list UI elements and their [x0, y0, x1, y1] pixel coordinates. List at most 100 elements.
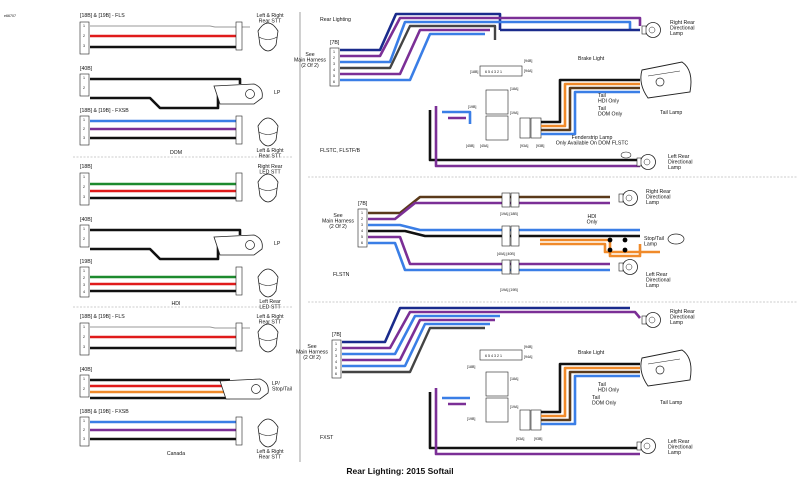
tail-lamp-detail	[647, 70, 681, 77]
wire-blue	[340, 32, 485, 82]
group-header: [18B]	[80, 164, 93, 170]
pin-number: 5	[361, 235, 363, 239]
tail-lamp-icon	[640, 61, 692, 99]
splice-dot	[622, 247, 628, 253]
lamp-lens-line	[258, 187, 278, 191]
diagram-caption: Rear Lighting: 2015 Softail	[346, 466, 453, 476]
connector-label: [94B]	[524, 345, 532, 349]
stt-lamp-icon	[257, 22, 279, 52]
model-label: FLSTN	[333, 272, 350, 278]
figure-id: e66707	[4, 14, 16, 18]
pin-number: 1	[83, 377, 85, 381]
lamp-lens-line	[258, 282, 278, 286]
pin-number: 2	[83, 237, 85, 241]
connector-left-1	[79, 322, 90, 356]
group-header: [18B] & [19B] - FXSB	[80, 108, 129, 114]
connector-left-2	[79, 374, 90, 398]
connector-19a-18b-mate	[510, 192, 520, 208]
connector-label: [19B]	[467, 417, 475, 421]
tail-lamp-bulb-icon	[655, 77, 665, 87]
harness-ref: [7B]	[330, 40, 340, 46]
region-label: HDI	[172, 301, 181, 307]
connector-label: [18A]	[510, 377, 518, 381]
lamp-bulb-icon	[648, 26, 656, 34]
right-rear-directional-lamp-icon	[645, 312, 661, 328]
connector-label: [94A]	[524, 355, 532, 359]
wire-white-outline	[90, 326, 250, 329]
license-plate-lamp-icon	[213, 83, 263, 105]
pin-number: 4	[361, 229, 363, 233]
lamp-bulb-icon	[625, 194, 633, 202]
wire-blue	[342, 322, 490, 368]
lamp-lens-line	[258, 337, 278, 341]
stt-lamp-icon	[257, 268, 279, 298]
region-label: Canada	[167, 451, 185, 457]
connector-label: [19B]	[468, 105, 476, 109]
wire-blue	[541, 90, 640, 136]
wire-orange	[541, 366, 640, 418]
lamp-bulb-icon	[625, 263, 633, 271]
pin-number: 3	[333, 62, 335, 66]
license-plate-lamp-icon	[219, 378, 269, 400]
connector-19a-19b	[501, 259, 511, 275]
pin-number: 4	[333, 68, 335, 72]
pin-number: 4	[335, 360, 337, 364]
connector-left-3	[79, 266, 90, 298]
wire-blue	[340, 20, 632, 64]
lamp-connector	[235, 115, 243, 145]
wire-black	[90, 77, 242, 84]
license-plate-lamp-icon	[213, 234, 263, 256]
lamp-connector	[235, 416, 243, 446]
pin-number: 1	[83, 325, 85, 329]
wire-black	[428, 110, 640, 162]
left-rear-directional-lamp-icon	[622, 259, 638, 275]
wire-white-outline	[90, 25, 250, 28]
pin-number: 2	[83, 127, 85, 131]
pin-number: 3	[83, 283, 85, 287]
pin-row: 6 5 4 3 2 1	[485, 354, 502, 358]
wire-black	[541, 362, 640, 414]
pin-number: 6	[361, 241, 363, 245]
lamp-socket-icon	[641, 25, 647, 35]
lamp-connector	[235, 172, 243, 202]
pin-number: 4	[83, 290, 85, 294]
wire-blue	[342, 314, 500, 356]
right-rear-directional-lamp-icon	[645, 22, 661, 38]
pin-number: 1	[333, 50, 335, 54]
connector-label: [45A]	[480, 144, 488, 148]
pin-number: 1	[83, 118, 85, 122]
pin-number: 1	[335, 342, 337, 346]
tail-lamp-bulb-icon	[655, 365, 665, 375]
wire-blue	[442, 110, 472, 124]
pin-number: 3	[361, 223, 363, 227]
pin-number: 6	[335, 372, 337, 376]
pin-number: 1	[83, 24, 85, 28]
left-rear-directional-lamp-icon	[640, 438, 656, 454]
group-header: [40B]	[80, 367, 93, 373]
connector-label: [18B]	[467, 365, 475, 369]
wire-brown	[541, 370, 640, 422]
connector-93a	[519, 117, 531, 139]
model-label: FLSTC, FLSTF/B	[320, 148, 361, 154]
main-harness-connector	[357, 208, 368, 248]
wire-violet	[342, 310, 641, 350]
lamp-socket-icon	[618, 193, 624, 203]
pin-number: 2	[83, 335, 85, 339]
connector-19a-19b-mate	[510, 259, 520, 275]
connector-label: [18A]	[510, 87, 518, 91]
wire-violet	[368, 235, 610, 266]
pin-number: 1	[83, 227, 85, 231]
group-header: [40B]	[80, 217, 93, 223]
lamp-connector	[235, 21, 243, 51]
connector-label: [94A]	[524, 69, 532, 73]
lamp-socket-icon	[641, 315, 647, 325]
wire-black	[342, 326, 485, 374]
connector-label: [40A] [40B]	[497, 252, 515, 256]
